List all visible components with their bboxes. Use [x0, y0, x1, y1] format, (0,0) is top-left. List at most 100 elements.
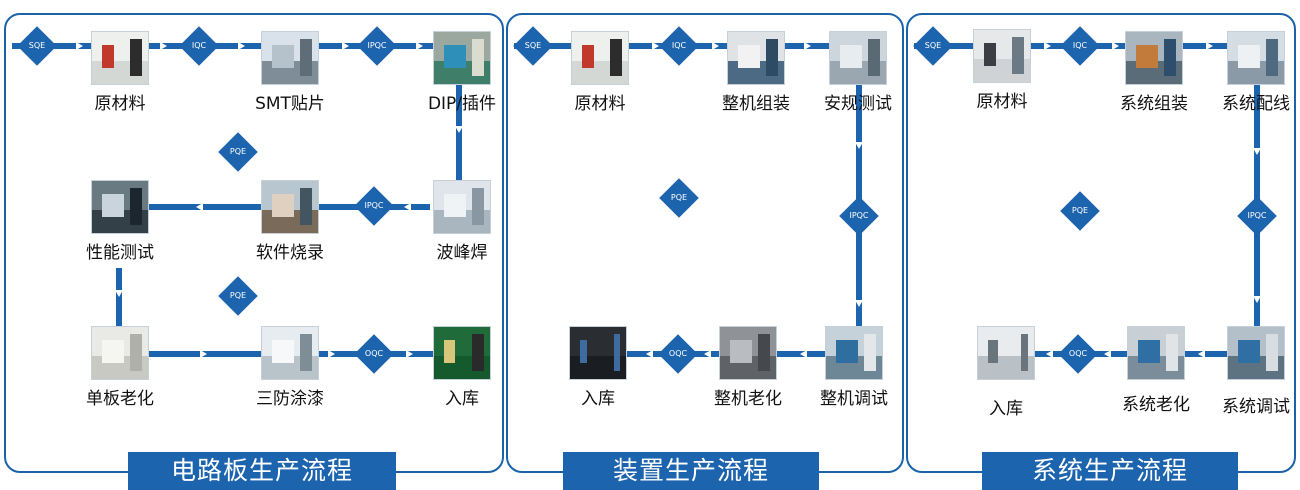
board-aging-photo: [91, 326, 149, 380]
flow-arrow: [1044, 42, 1051, 50]
flow-arrow: [238, 42, 245, 50]
step-system-assembly: 系统组装: [1084, 31, 1224, 114]
step-smt-placement: SMT贴片: [220, 31, 360, 114]
drive-units-photo: [569, 326, 627, 380]
step-unit-aging: 整机老化: [678, 326, 818, 409]
device-process-title: 装置生产流程: [563, 452, 819, 490]
system-aging-photo: [1127, 326, 1185, 380]
flow-arrow: [1198, 350, 1205, 358]
unit-aging-photo: [719, 326, 777, 380]
flow-arrow: [704, 350, 711, 358]
step-label: 整机老化: [714, 389, 782, 409]
gate-label: IPQC: [1247, 211, 1267, 220]
flow-arrow: [1104, 350, 1111, 358]
gate-label: IPQC: [364, 201, 384, 210]
raw-material-photo: [571, 31, 629, 85]
step-dip-insertion: DIP/插件: [392, 31, 532, 114]
flow-arrow: [855, 300, 863, 307]
gate-label: IQC: [671, 41, 687, 50]
gate-label: SQE: [924, 41, 942, 50]
step-conformal-coating: 三防涂漆: [220, 326, 360, 409]
gate-label: PQE: [229, 291, 247, 300]
step-warehousing: 入库: [528, 326, 668, 409]
step-system-debugging: 系统调试: [1186, 326, 1300, 417]
unit-assembly-photo: [727, 31, 785, 85]
flow-arrow: [652, 42, 659, 50]
step-label: 原材料: [94, 94, 146, 114]
raw-material-photo: [973, 29, 1031, 83]
flow-arrow: [416, 42, 423, 50]
step-label: 整机调试: [820, 389, 888, 409]
system-wiring-photo: [1227, 31, 1285, 85]
system-process-title: 系统生产流程: [982, 452, 1238, 490]
step-raw-material: 原材料: [932, 29, 1072, 112]
step-wave-soldering: 波峰焊: [392, 180, 532, 263]
raw-material-photo: [91, 31, 149, 85]
step-label: 波峰焊: [436, 243, 488, 263]
gate-label: PQE: [1071, 206, 1089, 215]
cabinets-photo: [977, 326, 1035, 380]
flow-arrow: [1046, 350, 1053, 358]
step-label: 系统老化: [1122, 395, 1190, 415]
flow-arrow: [328, 350, 335, 358]
step-label: 入库: [445, 389, 479, 409]
step-system-aging: 系统老化: [1086, 326, 1226, 415]
step-unit-debugging: 整机调试: [784, 326, 924, 409]
flow-arrow: [76, 42, 83, 50]
gate-label: SQE: [524, 41, 542, 50]
step-label: 入库: [989, 399, 1023, 419]
step-warehousing: 入库: [392, 326, 532, 409]
step-label: 三防涂漆: [256, 389, 324, 409]
step-raw-material: 原材料: [530, 31, 670, 114]
software-flashing-photo: [261, 180, 319, 234]
conformal-coating-photo: [261, 326, 319, 380]
step-label: DIP/插件: [427, 94, 497, 114]
system-assembly-photo: [1125, 31, 1183, 85]
flow-arrow: [855, 142, 863, 149]
step-label: 原材料: [574, 94, 626, 114]
flow-arrow: [200, 350, 207, 358]
flow-arrow: [160, 42, 167, 50]
flow-arrow: [196, 203, 203, 211]
step-label: SMT贴片: [255, 94, 325, 114]
step-performance-test: 性能测试: [50, 180, 190, 263]
step-label: 软件烧录: [256, 243, 324, 263]
flow-arrow: [804, 42, 811, 50]
step-warehousing: 入库: [936, 326, 1076, 419]
gate-label: PQE: [670, 193, 688, 202]
step-raw-material: 原材料: [50, 31, 190, 114]
step-label: 性能测试: [86, 243, 154, 263]
gate-label: IPQC: [367, 41, 387, 50]
flow-arrow: [1253, 296, 1261, 303]
step-label: 入库: [581, 389, 615, 409]
pcb-board-photo: [433, 326, 491, 380]
performance-test-photo: [91, 180, 149, 234]
dip-line-photo: [433, 31, 491, 85]
step-label: 整机组装: [722, 94, 790, 114]
flow-arrow: [646, 350, 653, 358]
step-safety-test: 安规测试: [788, 31, 928, 114]
step-label: 安规测试: [824, 94, 892, 114]
flow-arrow: [342, 42, 349, 50]
step-label: 系统配线: [1222, 94, 1290, 114]
circuit-board-process-title: 电路板生产流程: [128, 452, 396, 490]
step-label: 系统组装: [1120, 94, 1188, 114]
gate-label: SQE: [28, 41, 46, 50]
flow-arrow: [1253, 148, 1261, 155]
flow-arrow: [800, 350, 807, 358]
gate-label: PQE: [229, 147, 247, 156]
step-board-aging: 单板老化: [50, 326, 190, 409]
smt-machine-photo: [261, 31, 319, 85]
flow-line: [116, 268, 122, 326]
flow-arrow: [1112, 42, 1119, 50]
flow-arrow: [404, 203, 411, 211]
gate-label: IPQC: [849, 211, 869, 220]
step-label: 原材料: [976, 92, 1028, 112]
flow-arrow: [406, 350, 413, 358]
gate-label: IQC: [191, 41, 207, 50]
flow-arrow: [455, 126, 463, 133]
step-unit-assembly: 整机组装: [686, 31, 826, 114]
flow-arrow: [1206, 42, 1213, 50]
gate-label: IQC: [1072, 41, 1088, 50]
gate-label: OQC: [668, 349, 688, 358]
